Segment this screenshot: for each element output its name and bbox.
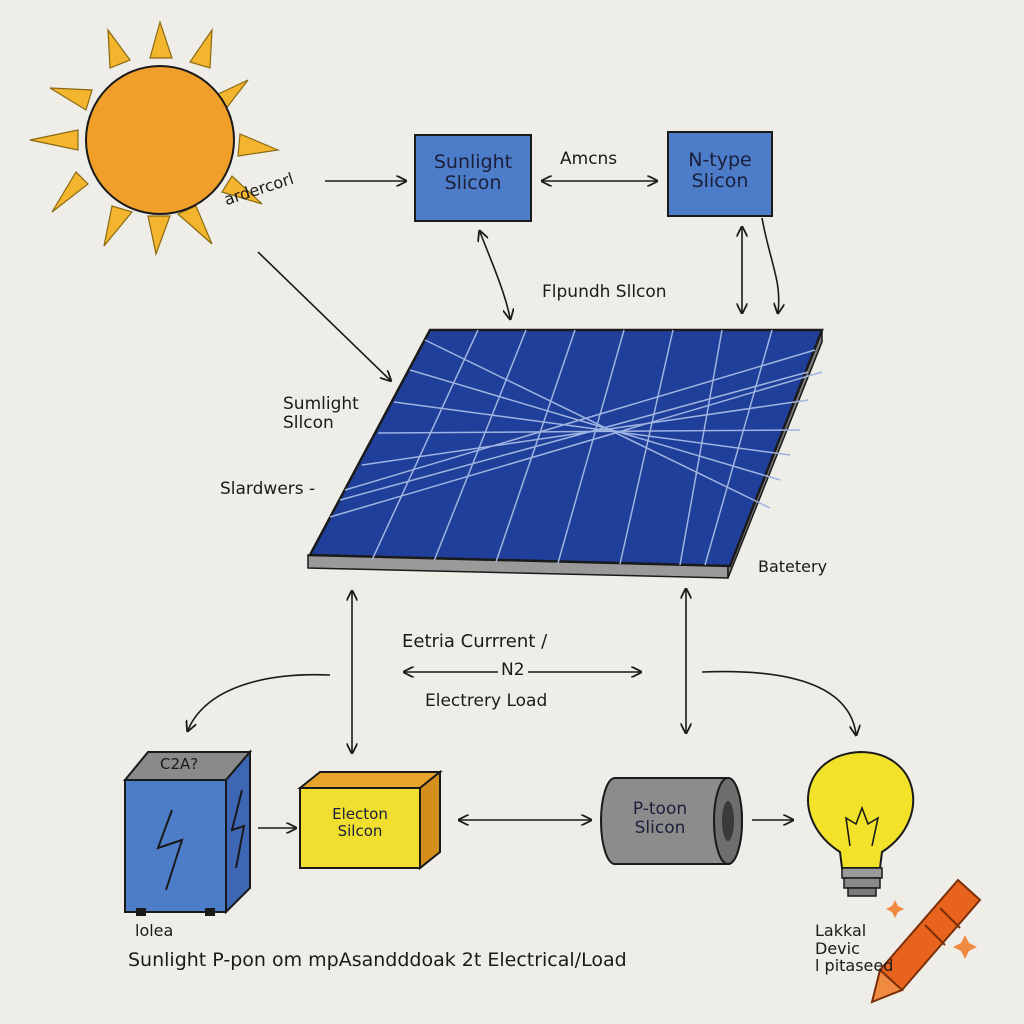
mid-top-label: Flpundh Sllcon	[542, 282, 667, 302]
box-sunlight-silicon-label: Sunlight Slicon	[415, 152, 531, 194]
sun-icon	[29, 19, 281, 257]
box-sunlight-silicon	[414, 134, 532, 222]
label-line: Silcon	[337, 821, 383, 840]
battery-top-label: C2A?	[160, 755, 199, 773]
label-line: Devic	[815, 938, 860, 958]
label-line: Lakkal	[815, 921, 867, 940]
panel-right-label: Batetery	[758, 557, 828, 576]
p-type-label: P-toon Slicon	[610, 800, 710, 837]
current-top-label: Eetria Currrent /	[402, 631, 548, 652]
label-line: Slicon	[634, 817, 686, 838]
label-line: l pitaseed	[815, 956, 894, 976]
panel-left-label-2: Slardwers -	[220, 479, 316, 499]
box-n-type-silicon	[667, 131, 773, 217]
label-line: Slicon	[691, 169, 749, 192]
battery-bottom-label: lolea	[135, 921, 174, 940]
label-line: N-type	[688, 149, 752, 171]
crayon-icon	[870, 878, 982, 1004]
label-line: Slicon	[444, 171, 502, 194]
top-arrow-label: Amcns	[560, 149, 618, 169]
electron-silicon-label: Electon Silcon	[300, 806, 420, 839]
label-line: Sumlight	[283, 394, 359, 414]
current-mid-label: N2	[498, 661, 528, 680]
label-line: Sunlight	[433, 151, 513, 173]
current-bottom-label: Electrery Load	[425, 691, 548, 711]
box-n-type-label: N-type Slicon	[668, 150, 772, 192]
label-line: Sllcon	[283, 412, 334, 433]
connector-arrows	[188, 181, 856, 828]
panel-left-label: Sumlight Sllcon	[283, 395, 359, 432]
bulb-label: Lakkal Devic l pitaseed	[815, 922, 893, 975]
p-type-cylinder	[600, 777, 743, 865]
battery-icon	[122, 749, 253, 916]
label-line: P-toon	[632, 799, 688, 819]
electron-silicon-box	[297, 769, 443, 871]
solar-panel-icon	[307, 328, 824, 579]
lightning-icon	[156, 789, 246, 891]
lightbulb-icon	[806, 750, 915, 897]
bottom-caption: Sunlight P-pon om mpAsandddoak 2t Electr…	[128, 949, 627, 971]
label-line: Electon	[332, 805, 388, 823]
